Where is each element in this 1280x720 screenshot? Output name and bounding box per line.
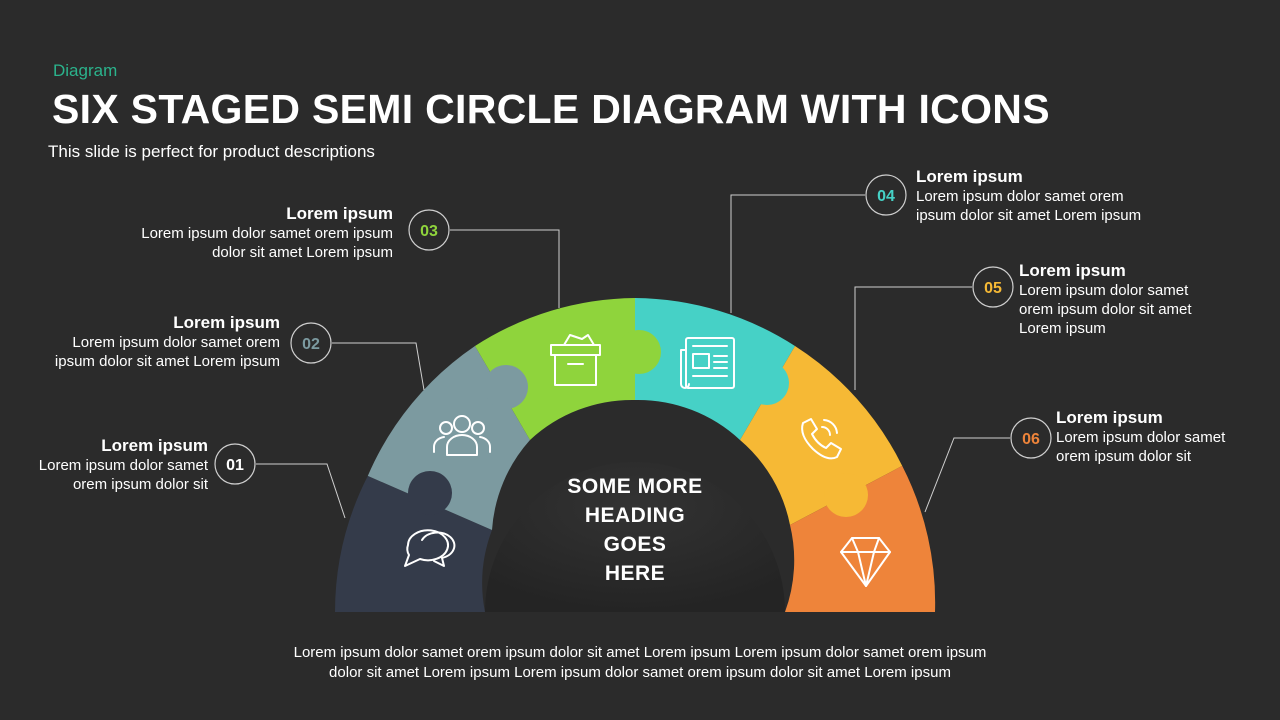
svg-text:04: 04 — [877, 188, 895, 205]
knob-03 — [617, 330, 661, 374]
stage-01-label: Lorem ipsum Lorem ipsum dolor samet orem… — [0, 436, 208, 494]
category-label: Diagram — [53, 61, 118, 80]
newspaper-icon — [680, 337, 735, 389]
segment-01 — [335, 475, 492, 612]
svg-text:01: 01 — [226, 457, 244, 474]
phone-icon — [801, 418, 842, 460]
stage-05-heading: Lorem ipsum — [1019, 261, 1126, 280]
inner-circle — [485, 462, 785, 612]
stage-05-label: Lorem ipsum Lorem ipsum dolor samet orem… — [1019, 261, 1219, 338]
stage-03-text: Lorem ipsum dolor samet orem ipsum dolor… — [141, 225, 393, 261]
stage-06-label: Lorem ipsum Lorem ipsum dolor samet orem… — [1056, 408, 1256, 466]
knob-05 — [824, 473, 868, 517]
svg-text:06: 06 — [1022, 431, 1040, 448]
center-heading-line-2: HEADING — [584, 504, 686, 527]
number-badge-05: 05 — [972, 266, 1014, 308]
footer-text: Lorem ipsum dolor samet orem ipsum dolor… — [240, 643, 1040, 683]
stage-01-heading: Lorem ipsum — [101, 436, 208, 455]
footer-line-1: Lorem ipsum dolor samet orem ipsum dolor… — [293, 644, 987, 661]
number-badge-01: 01 — [214, 443, 256, 485]
svg-text:03: 03 — [420, 223, 438, 240]
stage-04-text: Lorem ipsum dolor samet orem ipsum dolor… — [916, 188, 1142, 224]
number-badge-03: 03 — [408, 209, 450, 251]
stage-02-text: Lorem ipsum dolor samet orem ipsum dolor… — [54, 334, 280, 370]
center-heading-line-4: HERE — [604, 562, 666, 585]
stage-02-label: Lorem ipsum Lorem ipsum dolor samet orem… — [50, 313, 280, 371]
center-heading-line-1: SOME MORE — [567, 475, 703, 498]
chat-bubbles-icon — [404, 529, 456, 567]
connector-lines — [256, 194, 1010, 519]
footer-line-2: dolor sit amet Lorem ipsum Lorem ipsum d… — [329, 664, 951, 681]
knob-02 — [484, 365, 528, 409]
stage-06-heading: Lorem ipsum — [1056, 408, 1163, 427]
svg-text:05: 05 — [984, 280, 1002, 297]
stage-06-text: Lorem ipsum dolor samet orem ipsum dolor… — [1056, 429, 1226, 465]
slide-subtitle: This slide is perfect for product descri… — [48, 142, 375, 161]
stage-02-heading: Lorem ipsum — [173, 313, 280, 332]
knob-01 — [408, 471, 452, 515]
people-group-icon — [432, 415, 492, 456]
stage-04-heading: Lorem ipsum — [916, 167, 1023, 186]
stage-03-label: Lorem ipsum Lorem ipsum dolor samet orem… — [140, 204, 393, 262]
slide-title: SIX STAGED SEMI CIRCLE DIAGRAM WITH ICON… — [52, 86, 1050, 132]
stage-03-heading: Lorem ipsum — [286, 204, 393, 223]
stage-05-text: Lorem ipsum dolor samet orem ipsum dolor… — [1019, 282, 1192, 337]
number-badge-04: 04 — [865, 174, 907, 216]
stage-04-label: Lorem ipsum Lorem ipsum dolor samet orem… — [916, 167, 1148, 225]
center-heading-line-3: GOES — [603, 533, 667, 556]
knob-04 — [745, 361, 789, 405]
diamond-icon — [840, 537, 891, 587]
stage-01-text: Lorem ipsum dolor samet orem ipsum dolor… — [38, 457, 208, 493]
svg-text:02: 02 — [302, 336, 320, 353]
box-icon — [550, 334, 601, 386]
number-badge-06: 06 — [1010, 417, 1052, 459]
center-heading: SOME MORE HEADING GOES HERE — [545, 472, 725, 588]
number-badge-02: 02 — [290, 322, 332, 364]
